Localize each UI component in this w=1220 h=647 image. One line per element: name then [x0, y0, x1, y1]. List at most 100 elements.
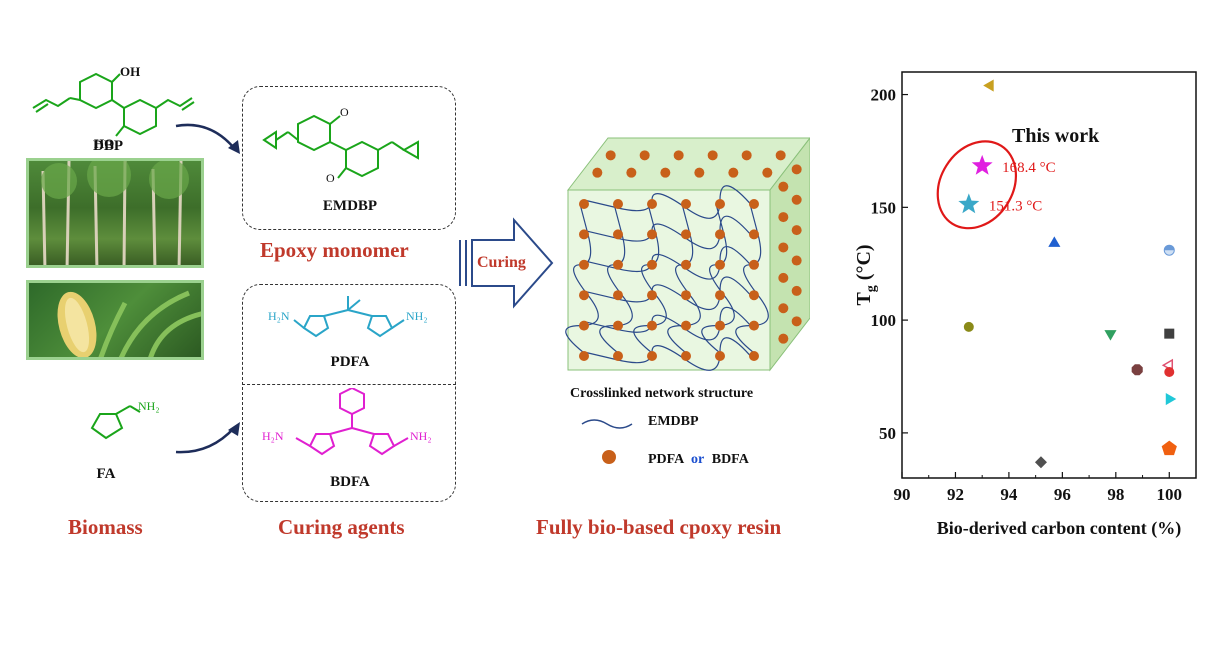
highlight-ellipse [936, 140, 1018, 230]
ome-bottom-label: O [326, 171, 335, 182]
biomass-section-label: Biomass [68, 515, 143, 539]
annotation-title: This work [1012, 125, 1100, 147]
legend-dot-label: PDFA or BDFA [648, 452, 749, 468]
network-cube [565, 137, 810, 372]
curing-arrow [459, 217, 554, 309]
crosslink-dot [647, 351, 657, 361]
crosslink-dot [613, 290, 623, 301]
crosslink-dot [791, 316, 802, 327]
crosslink-dot [613, 199, 623, 209]
crosslink-dot [579, 259, 589, 270]
data-point-triangle [1104, 330, 1117, 341]
crosslink-dot [749, 351, 759, 361]
crosslink-dot [605, 150, 616, 161]
y-tick-label: 50 [879, 424, 896, 443]
network-strand [583, 185, 755, 219]
emdbp-label: EMDBP [322, 198, 378, 214]
crosslink-dot [749, 259, 759, 270]
crosslink-dot [647, 320, 657, 331]
crosslink-dot [613, 320, 623, 331]
crosslink-dot [791, 285, 802, 296]
oh-label: OH [120, 64, 140, 79]
curing-agents-label: Curing agents [278, 515, 405, 539]
crosslink-dot [647, 290, 657, 301]
forest-photo [26, 158, 204, 268]
crosslink-dot [681, 229, 691, 240]
network-strand [583, 245, 755, 280]
crosslink-dot [762, 167, 773, 178]
crosslink-dot [715, 351, 725, 361]
pdfa-h2n-label: H₂N [268, 309, 290, 323]
crosslink-dot [707, 150, 718, 161]
data-point-star [971, 154, 993, 175]
legend-line-icon [581, 419, 633, 429]
crosslink-dot [791, 194, 802, 205]
legend-dot-icon [602, 450, 616, 464]
y-tick-label: 150 [871, 198, 897, 217]
dbp-label: DBP [93, 138, 123, 154]
crosslink-dot [715, 259, 725, 270]
crosslink-dot [579, 199, 589, 209]
crosslink-dot [673, 150, 684, 161]
crosslink-dot [681, 199, 691, 209]
crosslink-dot [778, 212, 789, 223]
plot-frame [901, 71, 1197, 479]
crosslink-dot [647, 199, 657, 209]
crosslink-dot [749, 229, 759, 240]
crosslink-dot [647, 259, 657, 270]
network-strand [583, 276, 755, 310]
curing-agents-divider [242, 384, 456, 385]
crosslink-dot [626, 167, 637, 178]
crosslink-dot [681, 290, 691, 301]
legend-line-label: EMDBP [648, 414, 699, 429]
crosslink-dot [694, 167, 705, 178]
resin-section-label: Fully bio-based cpoxy resin [536, 515, 782, 539]
fa-structure: NH₂ [90, 399, 160, 440]
crosslink-dot [681, 259, 691, 270]
dbp-structure: OH HO [32, 64, 195, 150]
y-tick-label: 200 [871, 86, 897, 105]
x-tick-label: 92 [947, 485, 964, 504]
crosslink-dot [613, 229, 623, 240]
curing-arrow-label: Curing [477, 254, 526, 271]
data-point-circle [1164, 366, 1175, 377]
crosslink-dot [681, 320, 691, 331]
cube-top-face [566, 137, 810, 191]
data-point-diamond [1034, 456, 1047, 469]
crosslink-dot [579, 229, 589, 240]
crosslink-dot [741, 150, 752, 161]
crosslink-dot [647, 229, 657, 240]
crosslink-dot [715, 229, 725, 240]
monomer-box [242, 86, 456, 230]
data-point-triangle [1048, 236, 1061, 247]
crosslink-dot [579, 320, 589, 331]
legend-dot-or: or [691, 452, 705, 467]
data-point-circle [963, 321, 974, 332]
data-point-square [1164, 328, 1175, 339]
data-point-pentagon [1161, 440, 1177, 456]
arrow-to-monomer [175, 123, 240, 154]
data-point-star [958, 193, 980, 214]
arrow-to-curing-agent [175, 422, 240, 454]
crosslink-dot [749, 320, 759, 331]
network-strand [583, 337, 755, 371]
x-axis-label: Bio-derived carbon content (%) [937, 518, 1181, 539]
pdfa-nh2-label: NH₂ [406, 309, 428, 323]
data-label: 151.3 °C [989, 198, 1043, 214]
bdfa-label: BDFA [330, 474, 370, 490]
pdfa-structure: H₂N NH₂ [268, 296, 428, 338]
data-label: 168.4 °C [1002, 160, 1056, 176]
curing-agents-box [242, 284, 456, 502]
crosslink-dot [778, 272, 789, 283]
data-point-triangle [1165, 392, 1177, 406]
crosslink-dot [791, 164, 802, 175]
ho-label: HO [94, 136, 114, 150]
x-tick-label: 90 [894, 485, 911, 504]
crosslink-dot [681, 351, 691, 361]
ome-top-label: O [340, 105, 349, 119]
pdfa-label: PDFA [330, 354, 370, 370]
fa-label: FA [96, 466, 116, 482]
legend-dot-a: PDFA [648, 452, 684, 467]
crosslink-dot [592, 167, 603, 178]
bdfa-structure: H₂N NH₂ [262, 388, 432, 456]
